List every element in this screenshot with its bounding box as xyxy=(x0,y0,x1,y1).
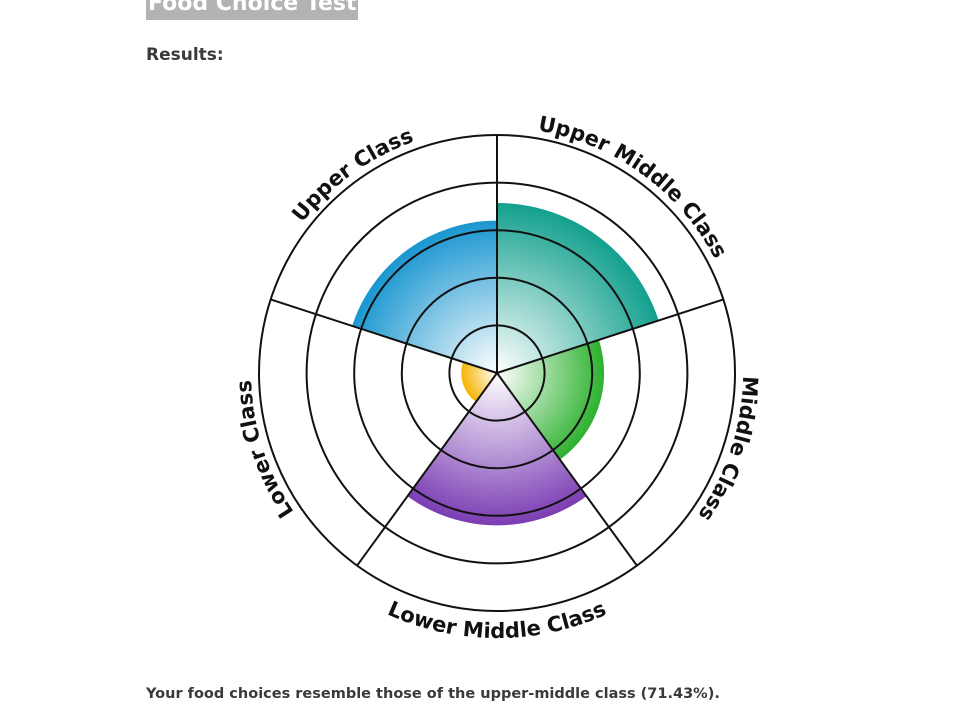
sector-upper-class xyxy=(352,220,497,373)
sector-lower-middle-class xyxy=(407,373,587,526)
sector-lower-class xyxy=(461,361,497,402)
sector-middle-class xyxy=(497,339,605,460)
page-title: Food Choice Test xyxy=(146,0,359,20)
sector-divider xyxy=(496,372,638,567)
sector-divider xyxy=(496,298,724,374)
sector-upper-middle-class xyxy=(497,202,659,373)
label-lower-middle-class: Lower Middle Class xyxy=(385,596,610,643)
sector-divider xyxy=(356,372,498,567)
result-summary: Your food choices resemble those of the … xyxy=(146,686,720,702)
sector-divider xyxy=(270,298,498,374)
results-heading: Results: xyxy=(146,45,224,65)
label-middle-class: Middle Class xyxy=(694,376,763,526)
label-lower-class: Lower Class xyxy=(232,380,298,523)
